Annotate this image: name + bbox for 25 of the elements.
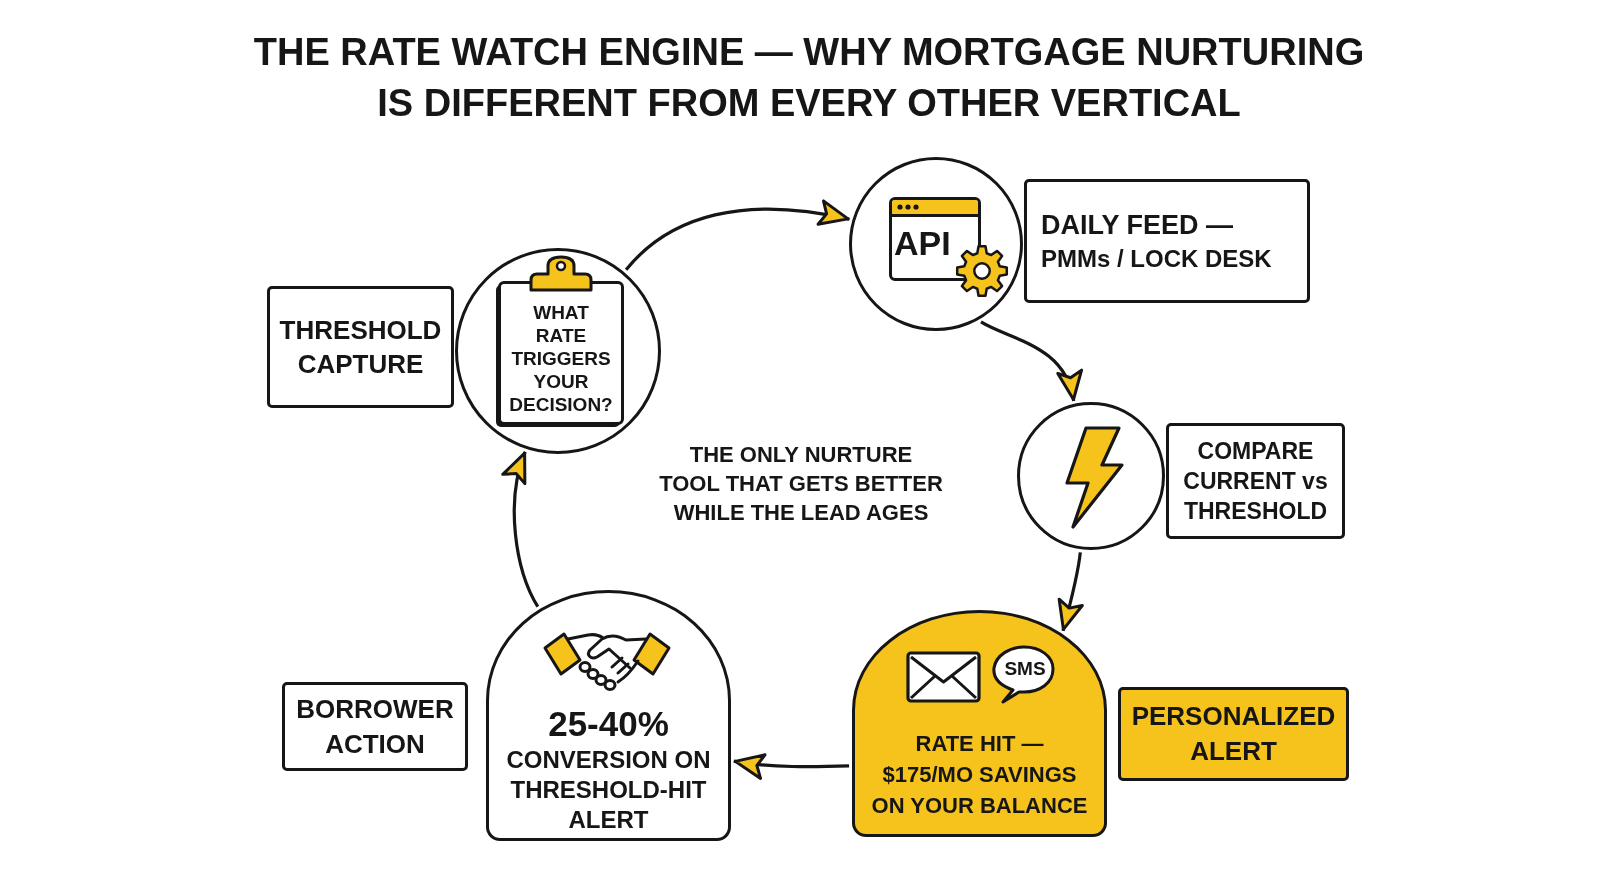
step-label: THRESHOLD CAPTURE xyxy=(278,314,443,381)
step-box xyxy=(267,286,454,408)
sms-label: SMS xyxy=(1003,657,1047,681)
alert-message: RATE HIT — $175/MO SAVINGS ON YOUR BALANCE xyxy=(870,730,1089,820)
step-label: COMPARE CURRENT vs THRESHOLD xyxy=(1182,437,1329,526)
step-box xyxy=(1024,179,1310,303)
cycle-arrow xyxy=(1057,552,1084,632)
step-box xyxy=(282,682,468,771)
step-box xyxy=(1166,423,1345,539)
cycle-arrow xyxy=(624,200,850,271)
step-label: BORROWER ACTION xyxy=(295,692,455,761)
percentage-figure: 25-40% xyxy=(548,703,669,745)
clipboard-question: WHAT RATE TRIGGERS YOUR DECISION? xyxy=(508,300,614,416)
highlight-box xyxy=(1118,687,1349,781)
api-label: API xyxy=(894,223,951,263)
step-label: PERSONALIZED ALERT xyxy=(1130,700,1337,768)
alert-arch xyxy=(852,610,1107,837)
result-arch xyxy=(486,590,731,841)
cycle-arrow xyxy=(980,320,1081,402)
source-list: PMMs / LOCK DESK xyxy=(1041,242,1272,275)
step-heading: DAILY FEED — xyxy=(1041,208,1234,242)
cycle-arrow xyxy=(733,752,850,780)
result-description: CONVERSION ON THRESHOLD-HIT ALERT xyxy=(505,745,712,835)
diagram-title: THE RATE WATCH ENGINE — WHY MORTGAGE NURTURING IS DIFFERENT FROM EVERY OTHER VERTICAL xyxy=(252,30,1366,126)
center-note: THE ONLY NURTURE TOOL THAT GETS BETTER WHILE THE LEAD AGES xyxy=(658,441,944,527)
